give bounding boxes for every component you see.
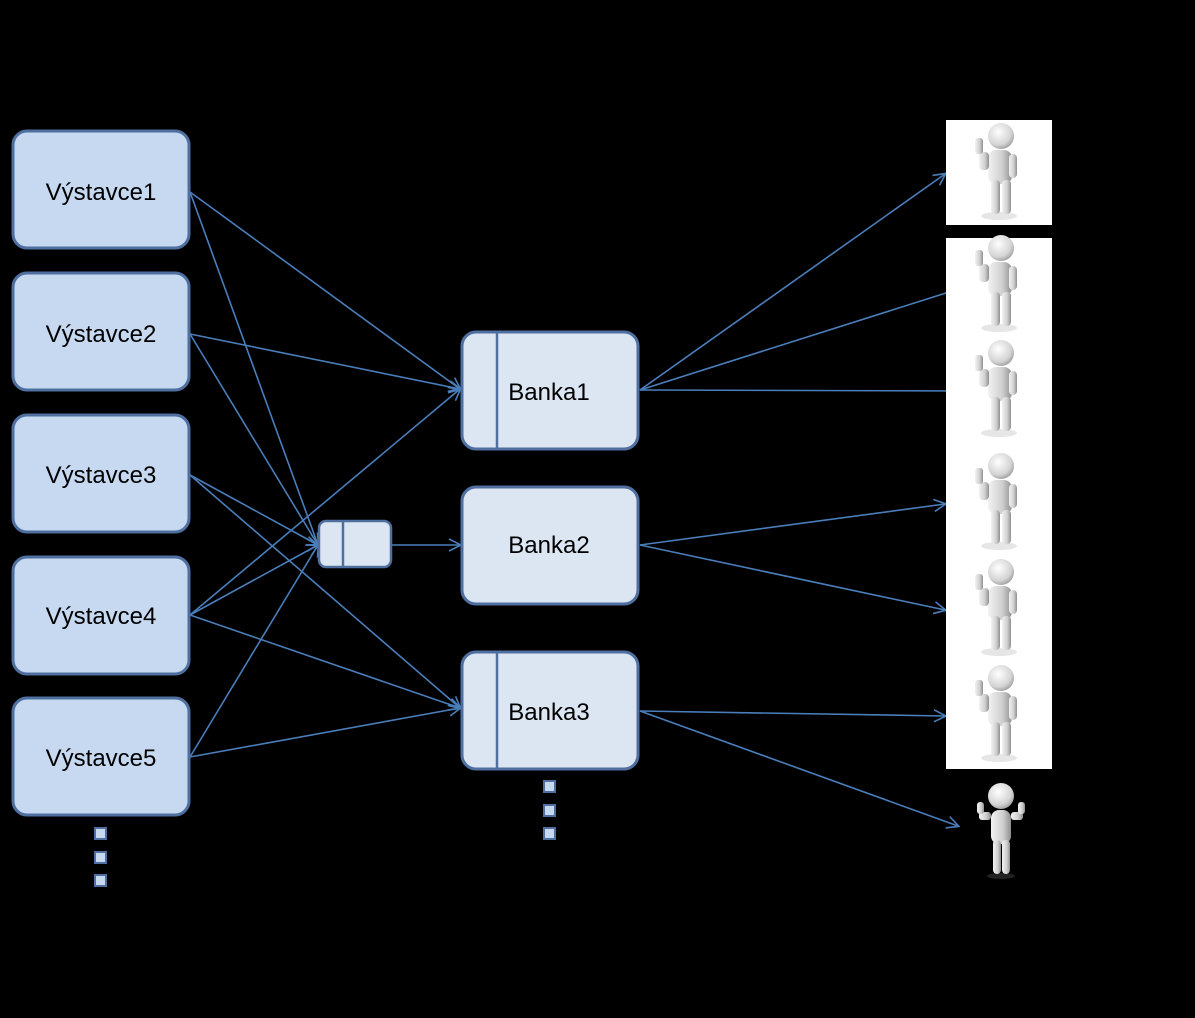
bank-box[interactable]: Banka3 bbox=[460, 650, 640, 771]
issuer-box[interactable]: Výstavce4 bbox=[11, 555, 191, 676]
arrow-issuer4-bank3 bbox=[189, 614, 460, 708]
arrow-issuer4-hub bbox=[189, 545, 318, 616]
issuer-box[interactable]: Výstavce5 bbox=[11, 696, 191, 817]
issuer-box[interactable]: Výstavce3 bbox=[11, 413, 191, 534]
arrow-bank1-person1 bbox=[639, 174, 945, 391]
bank-label: Banka3 bbox=[508, 699, 589, 726]
arrow-bank2-person4 bbox=[639, 504, 945, 546]
issuer-arrows bbox=[189, 191, 460, 758]
arrow-bank2-person5 bbox=[639, 544, 945, 610]
bank-box[interactable]: Banka1 bbox=[460, 330, 640, 451]
bank-column: Banka1 Banka2 Banka3 bbox=[460, 330, 640, 840]
issuer-box[interactable]: Výstavce1 bbox=[11, 129, 191, 250]
arrow-issuer5-bank3 bbox=[189, 708, 460, 758]
issuer-label: Výstavce4 bbox=[46, 603, 157, 630]
issuer-label: Výstavce5 bbox=[46, 745, 157, 772]
issuer-column: Výstavce1 Výstavce2 Výstavce3 Výstavce4 … bbox=[11, 129, 191, 887]
hub-box[interactable] bbox=[317, 519, 393, 569]
arrow-issuer1-hub bbox=[189, 191, 318, 545]
bank-label: Banka2 bbox=[508, 532, 589, 559]
arrow-issuer5-hub bbox=[189, 545, 318, 758]
arrow-issuer2-bank1 bbox=[189, 333, 460, 389]
arrow-bank3-person7 bbox=[639, 710, 958, 826]
issuer-label: Výstavce2 bbox=[46, 321, 157, 348]
arrow-issuer3-hub bbox=[189, 474, 318, 545]
customer-column bbox=[946, 120, 1052, 879]
arrow-issuer2-hub bbox=[189, 333, 318, 545]
vertical-ellipsis-icon bbox=[94, 827, 107, 887]
arrow-issuer1-bank1 bbox=[189, 191, 460, 389]
bank-arrows bbox=[639, 174, 968, 826]
arrow-bank1-person3 bbox=[639, 390, 968, 391]
bank-label: Banka1 bbox=[508, 379, 589, 406]
bank-box[interactable]: Banka2 bbox=[460, 485, 640, 606]
person-both-thumbs-icon bbox=[977, 783, 1025, 879]
issuer-box[interactable]: Výstavce2 bbox=[11, 271, 191, 392]
arrow-issuer3-bank3 bbox=[189, 474, 460, 708]
vertical-ellipsis-icon bbox=[543, 780, 556, 840]
arrow-bank1-person2 bbox=[639, 286, 968, 391]
issuer-label: Výstavce3 bbox=[46, 462, 157, 489]
arrow-bank3-person6 bbox=[639, 711, 945, 716]
issuer-label: Výstavce1 bbox=[46, 179, 157, 206]
arrow-issuer4-bank1 bbox=[189, 389, 460, 616]
